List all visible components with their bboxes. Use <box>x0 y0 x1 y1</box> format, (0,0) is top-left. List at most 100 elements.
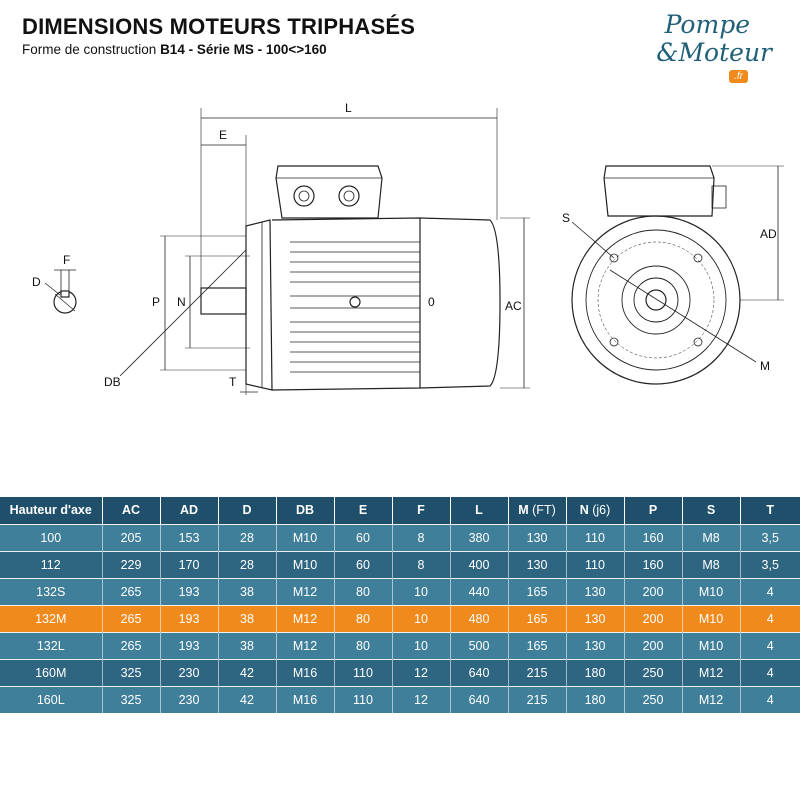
table-cell: 160M <box>0 658 103 686</box>
table-cell: 325 <box>102 685 161 713</box>
subtitle-prefix: Forme de construction <box>22 42 161 57</box>
table-cell: M12 <box>276 604 335 632</box>
table-cell: 640 <box>450 658 509 686</box>
dim-label-L: L <box>345 101 352 115</box>
table-cell: 12 <box>392 658 451 686</box>
cable-gland-1 <box>293 185 315 207</box>
table-cell: 170 <box>160 550 219 578</box>
table-cell: 130 <box>566 631 625 659</box>
lifting-eye <box>349 296 361 308</box>
table-cell: 160 <box>624 523 683 551</box>
header-label: AD <box>179 503 199 518</box>
table-cell: 200 <box>624 604 683 632</box>
table-cell: 165 <box>508 604 567 632</box>
table-cell: 153 <box>160 523 219 551</box>
table-cell: 8 <box>392 523 451 551</box>
front-terminal-box <box>603 165 715 217</box>
terminal-box <box>275 165 383 219</box>
table-cell: 265 <box>102 631 161 659</box>
header-sublabel: (FT) <box>532 503 556 518</box>
header-label: P <box>648 503 658 518</box>
table-cell: 100 <box>0 523 103 551</box>
dim-label-F: F <box>63 253 70 267</box>
motor-drawing-svg: L E F D P N 0 AC DB T S AD M <box>32 101 784 395</box>
table-cell: 193 <box>160 631 219 659</box>
table-cell: 60 <box>334 550 393 578</box>
header-label: AC <box>121 503 141 518</box>
table-header-cell: S <box>682 497 741 524</box>
dim-label-DB: DB <box>104 375 121 389</box>
table-cell: 165 <box>508 631 567 659</box>
table-header-cell: DB <box>276 497 335 524</box>
table-header-cell: AD <box>160 497 219 524</box>
table-cell: 110 <box>334 658 393 686</box>
table-header-cell: M (FT) <box>508 497 567 524</box>
header-label: F <box>417 503 425 518</box>
table-cell: 229 <box>102 550 161 578</box>
front-flange-outer <box>571 215 741 385</box>
table-cell: 250 <box>624 685 683 713</box>
table-cell: 4 <box>740 685 800 713</box>
front-shaft <box>645 289 667 311</box>
table-cell: M10 <box>682 577 741 605</box>
page-title: DIMENSIONS MOTEURS TRIPHASÉS <box>22 14 416 39</box>
table-cell: M10 <box>682 631 741 659</box>
table-cell: M10 <box>276 523 335 551</box>
table-cell: 500 <box>450 631 509 659</box>
table-cell: 265 <box>102 577 161 605</box>
dim-label-N: N <box>177 295 186 309</box>
table-cell: 215 <box>508 685 567 713</box>
table-cell: 3,5 <box>740 550 800 578</box>
subtitle-series: B14 - Série MS - 100<>160 <box>160 42 327 57</box>
brand-logo: Pompe &Moteur .fr <box>628 10 778 90</box>
table-cell: 193 <box>160 577 219 605</box>
table-cell: 180 <box>566 685 625 713</box>
table-cell: 4 <box>740 631 800 659</box>
table-header-cell: D <box>218 497 277 524</box>
table-cell: 4 <box>740 604 800 632</box>
shaft <box>200 287 247 315</box>
table-cell: 42 <box>218 658 277 686</box>
table-cell: 10 <box>392 577 451 605</box>
header-sublabel: (j6) <box>592 503 611 518</box>
dim-label-E: E <box>219 128 227 142</box>
table-cell: 230 <box>160 658 219 686</box>
table-cell: 160 <box>624 550 683 578</box>
table-cell: 200 <box>624 577 683 605</box>
table-header-cell: N (j6) <box>566 497 625 524</box>
header-label: E <box>358 503 368 518</box>
table-cell: 4 <box>740 577 800 605</box>
table-cell: M16 <box>276 685 335 713</box>
header-label: S <box>706 503 716 518</box>
table-cell: 38 <box>218 604 277 632</box>
table-cell: 42 <box>218 685 277 713</box>
dim-label-P: P <box>152 295 160 309</box>
table-header-cell: E <box>334 497 393 524</box>
table-cell: 28 <box>218 550 277 578</box>
header-label: D <box>242 503 252 518</box>
table-cell: M8 <box>682 523 741 551</box>
table-cell: M8 <box>682 550 741 578</box>
dim-label-M: M <box>760 359 770 373</box>
table-cell: M16 <box>276 658 335 686</box>
table-cell: 10 <box>392 604 451 632</box>
table-cell: 480 <box>450 604 509 632</box>
table-cell: 200 <box>624 631 683 659</box>
table-cell: 130 <box>566 577 625 605</box>
table-cell: 325 <box>102 658 161 686</box>
table-cell: 130 <box>508 523 567 551</box>
table-cell: 132L <box>0 631 103 659</box>
dim-label-D: D <box>32 275 41 289</box>
table-cell: 640 <box>450 685 509 713</box>
table-cell: 110 <box>566 523 625 551</box>
table-cell: 130 <box>566 604 625 632</box>
header-label: DB <box>295 503 315 518</box>
table-cell: 193 <box>160 604 219 632</box>
table-cell: 12 <box>392 685 451 713</box>
flange <box>245 219 273 391</box>
